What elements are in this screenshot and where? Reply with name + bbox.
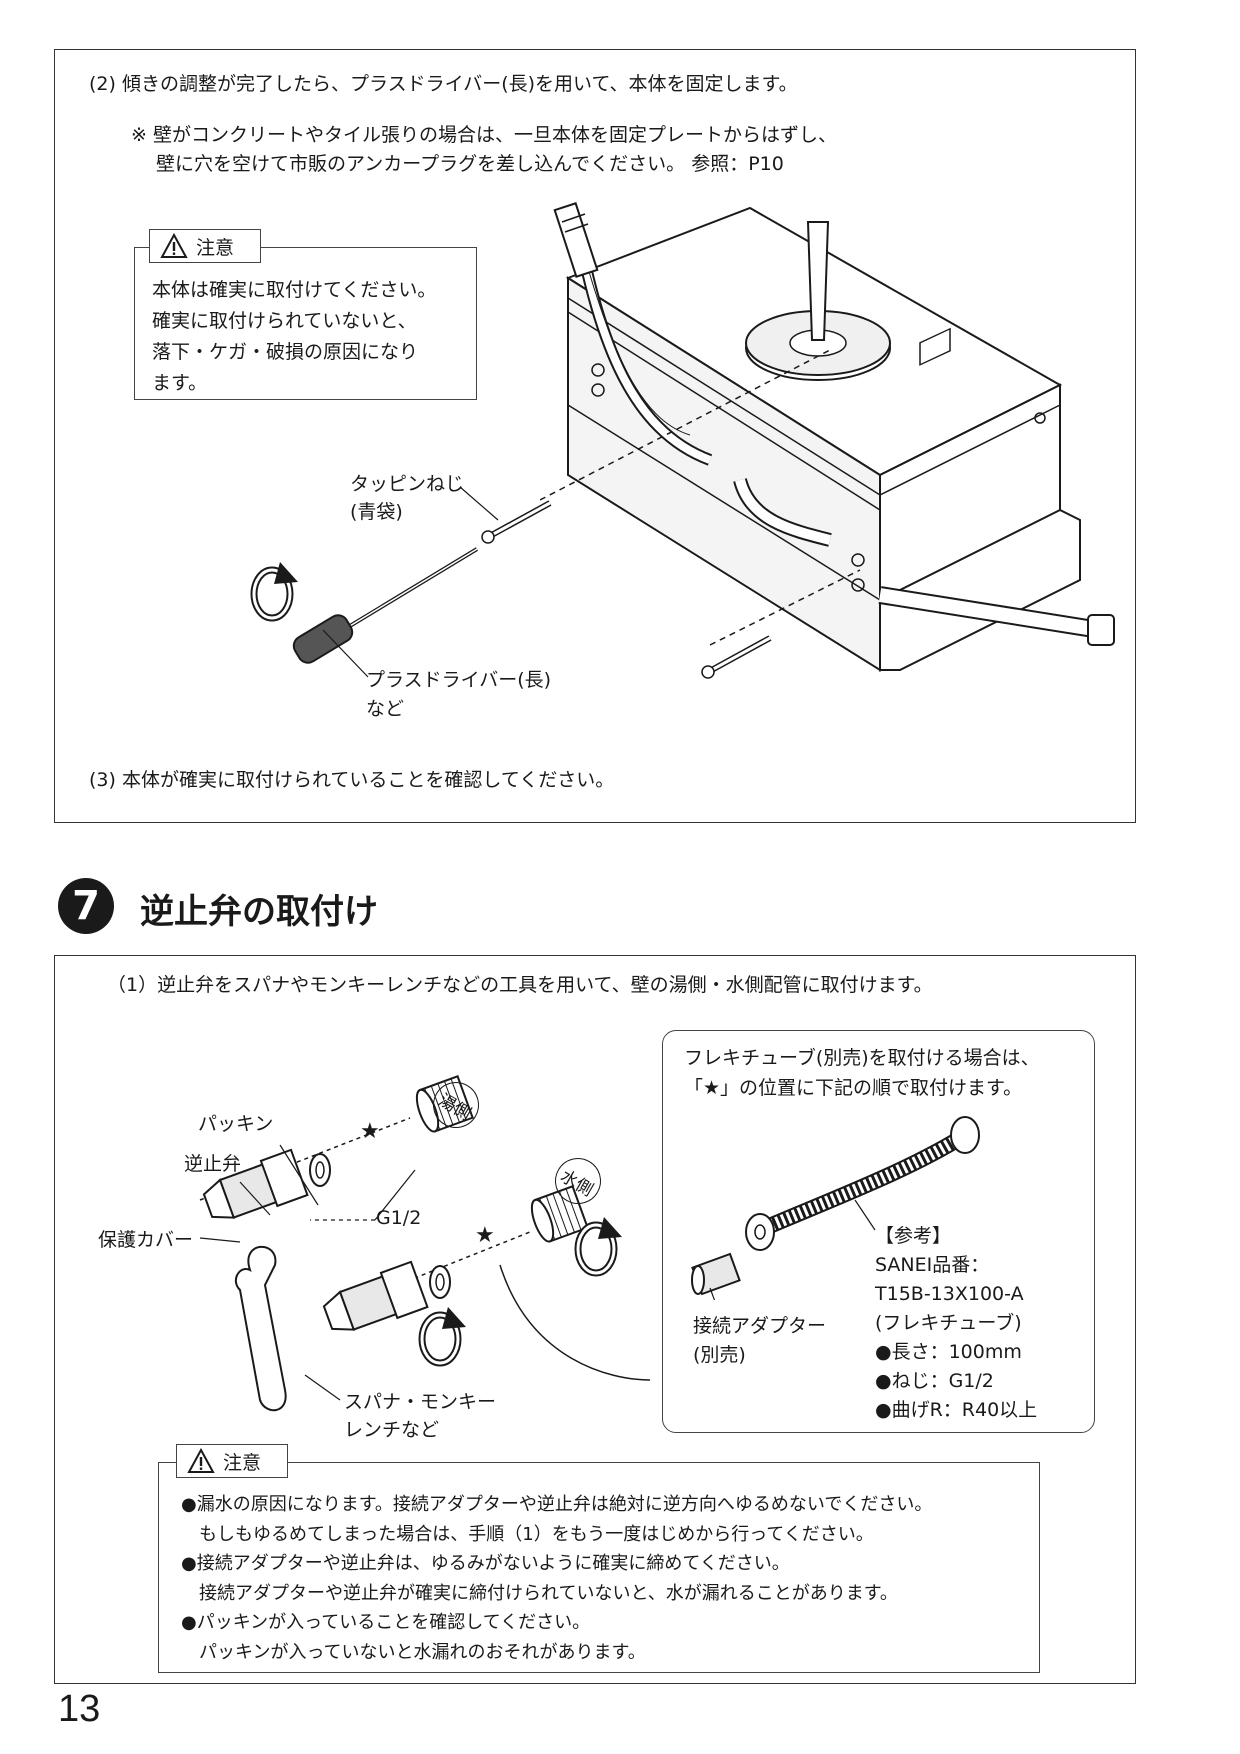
caution-box-leak bbox=[158, 1462, 1040, 1673]
install-step-frame bbox=[54, 49, 1136, 823]
note-line-2: 壁に穴を空けて市販のアンカープラグを差し込んでください。 参照：P10 bbox=[156, 153, 784, 175]
caution-line: 接続アダプターや逆止弁が確実に締付けられていないと、水が漏れることがあります。 bbox=[181, 1582, 898, 1604]
caution-text: 本体は確実に取付けてください。 確実に取付けられていないと、 落下・ケガ・破損の… bbox=[152, 275, 436, 399]
ref-intro-line-2: 「★」の位置に下記の順で取付けます。 bbox=[684, 1077, 1023, 1099]
check-valve-illustration: ★ ★ bbox=[199, 1075, 650, 1412]
caution-box-body-fixing bbox=[134, 247, 477, 400]
label-tapping-screw-bag: (青袋) bbox=[350, 501, 403, 523]
label-protective-cover: 保護カバー bbox=[98, 1229, 194, 1251]
note-line-1: ※ 壁がコンクリートやタイル張りの場合は、一旦本体を固定プレートからはずし、 bbox=[131, 124, 837, 146]
caution-line: ●接続アダプターや逆止弁は、ゆるみがないように確実に締めてください。 bbox=[181, 1553, 790, 1574]
step-3-text: (3) 本体が確実に取付けられていることを確認してください。 bbox=[89, 769, 615, 791]
ref-spec-line: ●ねじ：G1/2 bbox=[875, 1370, 994, 1392]
ref-intro-line-1: フレキチューブ(別売)を取付ける場合は、 bbox=[684, 1047, 1040, 1069]
warning-triangle-icon bbox=[187, 1448, 215, 1473]
caution-line: もしもゆるめてしまった場合は、手順（1）をもう一度はじめから行ってください。 bbox=[181, 1523, 874, 1545]
caution-line: 落下・ケガ・破損の原因になり bbox=[152, 341, 419, 363]
rotate-clockwise-icon bbox=[574, 1217, 622, 1277]
label-adapter: 接続アダプター bbox=[693, 1315, 827, 1337]
caution-line: パッキンが入っていないと水漏れのおそれがあります。 bbox=[181, 1641, 646, 1663]
caution-header: 注意 bbox=[149, 229, 261, 263]
ref-spec-line: (フレキチューブ) bbox=[875, 1312, 1022, 1334]
step-2-text: (2) 傾きの調整が完了したら、プラスドライバー(長)を用いて、本体を固定します… bbox=[89, 73, 798, 95]
caution-line: 確実に取付けられていないと、 bbox=[152, 310, 417, 332]
ref-spec-line: SANEI品番： bbox=[875, 1254, 990, 1276]
leader-lines bbox=[200, 1144, 416, 1401]
caution-line: ●パッキンが入っていることを確認してください。 bbox=[181, 1612, 591, 1633]
section-title: 逆止弁の取付け bbox=[140, 892, 378, 932]
svg-text:★: ★ bbox=[360, 1119, 380, 1144]
label-adapter-sold-separately: (別売) bbox=[693, 1344, 746, 1366]
section-number-badge: 7 bbox=[58, 878, 114, 934]
label-screwdriver-etc: など bbox=[366, 698, 405, 720]
tapping-screw-lower bbox=[701, 635, 772, 679]
rotate-clockwise-icon bbox=[418, 1307, 466, 1367]
caution-header: 注意 bbox=[176, 1444, 288, 1478]
ref-spec-line: T15B-13X100-A bbox=[875, 1283, 1024, 1305]
label-screwdriver: プラスドライバー(長) bbox=[366, 669, 552, 691]
label-wrench-etc: レンチなど bbox=[344, 1419, 440, 1441]
screwdriver-illustration bbox=[292, 547, 479, 664]
caution-line: ●漏水の原因になります。接続アダプターや逆止弁は絶対に逆方向へゆるめないでくださ… bbox=[181, 1494, 933, 1515]
ref-spec-line: ●曲げR：R40以上 bbox=[875, 1399, 1038, 1421]
reference-spec-list: 【参考】 SANEI品番： T15B-13X100-A (フレキチューブ) ●長… bbox=[875, 1222, 1037, 1425]
caution-text: ●漏水の原因になります。接続アダプターや逆止弁は絶対に逆方向へゆるめないでくださ… bbox=[181, 1490, 932, 1667]
leader-line-screw bbox=[459, 486, 499, 521]
flex-tube-illustration bbox=[691, 1116, 980, 1300]
ref-spec-line: 【参考】 bbox=[875, 1225, 952, 1247]
caution-line: 本体は確実に取付けてください。 bbox=[152, 279, 437, 301]
leader-line-driver bbox=[322, 629, 369, 678]
label-check-valve: 逆止弁 bbox=[184, 1153, 242, 1175]
label-tapping-screw: タッピンねじ bbox=[350, 473, 465, 495]
tapping-screw-upper bbox=[481, 500, 552, 544]
svg-text:★: ★ bbox=[475, 1223, 495, 1248]
check-valve-frame bbox=[54, 955, 1136, 1684]
label-wrench: スパナ・モンキー bbox=[344, 1391, 497, 1413]
warning-triangle-icon bbox=[160, 233, 188, 258]
label-g12: G1/2 bbox=[376, 1207, 422, 1229]
reference-box-flex-tube bbox=[662, 1030, 1095, 1433]
step-1-text: （1）逆止弁をスパナやモンキーレンチなどの工具を用いて、壁の湯側・水側配管に取付… bbox=[107, 974, 933, 996]
caution-line: ます。 bbox=[152, 372, 208, 394]
caution-label: 注意 bbox=[223, 1451, 262, 1474]
label-packing: パッキン bbox=[198, 1113, 274, 1135]
main-unit-illustration bbox=[540, 202, 1115, 672]
ref-spec-line: ●長さ：100mm bbox=[875, 1341, 1022, 1363]
page-number: 13 bbox=[58, 1688, 101, 1730]
rotate-clockwise-icon bbox=[250, 562, 298, 622]
caution-label: 注意 bbox=[196, 236, 235, 259]
